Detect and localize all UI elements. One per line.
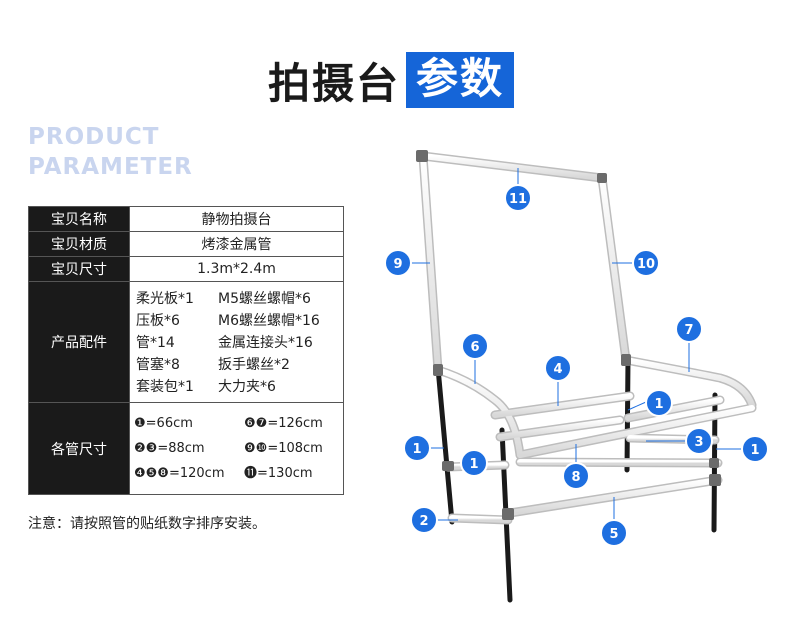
svg-text:8: 8 (571, 470, 580, 485)
pipe-size-list: ❶=66cm ❻❼=126cm ❷❸=88cm ❾❿=108cm ❹❺❽=120… (130, 403, 343, 494)
number-badges: 11 9 10 6 7 4 1 1 1 3 1 8 2 5 (384, 184, 769, 547)
svg-text:7: 7 (684, 323, 693, 338)
pipe-size-item: ❹❺❽=120cm (134, 466, 225, 481)
connector (502, 508, 514, 520)
svg-text:9: 9 (393, 257, 402, 272)
badge-1: 1 (741, 435, 769, 463)
pipe-size-item: ❷❸=88cm (134, 441, 205, 456)
badge-11: 11 (504, 184, 532, 212)
spec-row-parts: 产品配件 柔光板*1 M5螺丝螺帽*6 压板*6 M6螺丝螺帽*16 管*14 … (28, 281, 344, 403)
badge-4: 4 (544, 354, 572, 382)
title-main: 拍摄台 (268, 58, 401, 108)
badge-6: 6 (461, 332, 489, 360)
spec-size-value: 1.3m*2.4m (129, 256, 344, 282)
svg-text:11: 11 (509, 192, 527, 207)
badge-1: 1 (460, 449, 488, 477)
pipe-size-item: ❾❿=108cm (244, 441, 323, 456)
svg-text:3: 3 (694, 435, 703, 450)
spec-pipes-label: 各管尺寸 (28, 402, 130, 495)
spec-name-label: 宝贝名称 (28, 206, 130, 232)
parts-item: 管*14 (136, 335, 175, 351)
spec-table: 宝贝名称 静物拍摄台 宝贝材质 烤漆金属管 宝贝尺寸 1.3m*2.4m 产品配… (28, 206, 344, 495)
svg-text:10: 10 (637, 257, 655, 272)
svg-text:1: 1 (412, 442, 421, 457)
svg-text:1: 1 (654, 397, 663, 412)
connector (709, 458, 719, 468)
connectors (416, 150, 721, 520)
spec-name-value: 静物拍摄台 (129, 206, 344, 232)
pipe-size-item: ❻❼=126cm (244, 416, 323, 431)
parts-item: M5螺丝螺帽*6 (218, 291, 311, 307)
parts-item: 压板*6 (136, 313, 180, 329)
spec-row-name: 宝贝名称 静物拍摄台 (28, 206, 344, 232)
connector (621, 354, 631, 366)
badge-3: 3 (685, 427, 713, 455)
pipe-size-item: ⓫=130cm (244, 466, 313, 481)
parts-item: 金属连接头*16 (218, 335, 313, 351)
title-highlight: 参数 (406, 52, 515, 108)
badge-5: 5 (600, 519, 628, 547)
en-heading-line2: PARAMETER (28, 154, 193, 180)
svg-text:5: 5 (609, 527, 618, 542)
spec-row-size: 宝贝尺寸 1.3m*2.4m (28, 256, 344, 282)
spec-material-value: 烤漆金属管 (129, 231, 344, 257)
connector (433, 364, 443, 376)
leg (435, 365, 455, 525)
spec-size-label: 宝贝尺寸 (28, 256, 130, 282)
connector (709, 474, 721, 486)
badge-2: 2 (410, 506, 438, 534)
spec-parts-label: 产品配件 (28, 281, 130, 403)
parts-item: M6螺丝螺帽*16 (218, 313, 320, 329)
badge-1: 1 (645, 389, 673, 417)
badge-8: 8 (562, 462, 590, 490)
assembly-note: 注意：请按照管的贴纸数字排序安装。 (28, 516, 266, 532)
parts-list: 柔光板*1 M5螺丝螺帽*6 压板*6 M6螺丝螺帽*16 管*14 金属连接头… (130, 282, 343, 402)
spec-row-material: 宝贝材质 烤漆金属管 (28, 231, 344, 257)
pipe-highlights (420, 153, 755, 523)
badge-7: 7 (675, 315, 703, 343)
connector (597, 173, 607, 183)
spec-material-label: 宝贝材质 (28, 231, 130, 257)
svg-text:1: 1 (750, 443, 759, 458)
badge-1: 1 (403, 434, 431, 462)
connector (442, 461, 454, 471)
svg-text:2: 2 (419, 514, 428, 529)
badge-10: 10 (632, 249, 660, 277)
parts-item: 管塞*8 (136, 357, 180, 373)
badge-9: 9 (384, 249, 412, 277)
svg-text:1: 1 (469, 457, 478, 472)
svg-text:4: 4 (553, 362, 562, 377)
svg-text:6: 6 (470, 340, 479, 355)
parts-item: 柔光板*1 (136, 291, 194, 307)
parts-item: 大力夹*6 (218, 379, 276, 395)
en-heading-line1: PRODUCT (28, 124, 160, 150)
connector (416, 150, 428, 162)
pipe-size-item: ❶=66cm (134, 416, 193, 431)
spec-row-pipes: 各管尺寸 ❶=66cm ❻❼=126cm ❷❸=88cm ❾❿=108cm ❹❺… (28, 402, 344, 495)
parts-item: 套装包*1 (136, 379, 194, 395)
parts-item: 扳手螺丝*2 (218, 357, 290, 373)
page-title: 拍摄台 参数 (268, 50, 515, 110)
